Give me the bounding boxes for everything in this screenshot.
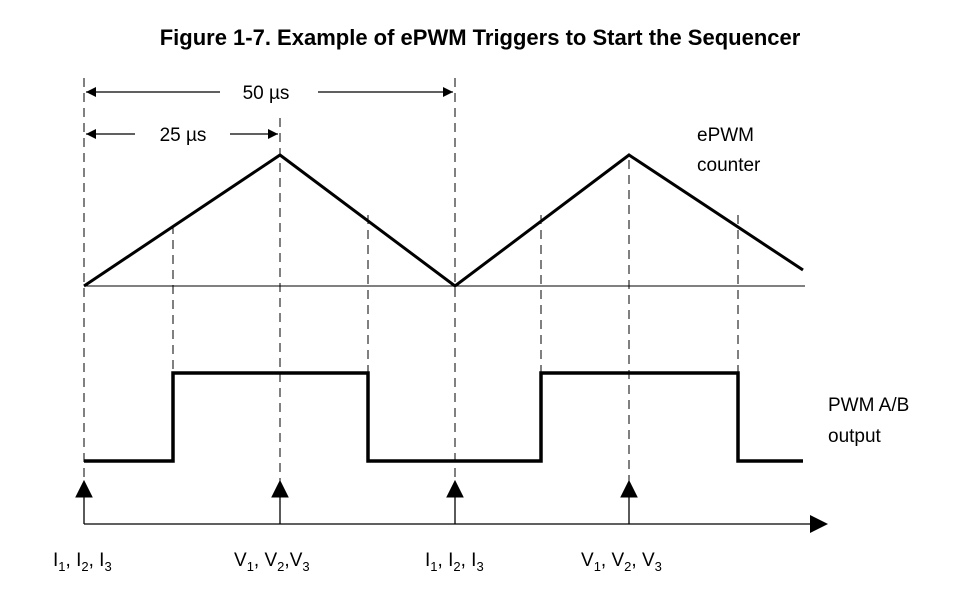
trigger-label-1: V1, V2,V3 xyxy=(234,550,310,574)
dashed-guides xyxy=(83,78,739,482)
trigger-marker-1 xyxy=(271,479,289,524)
trigger-label-3: V1, V2, V3 xyxy=(581,550,662,574)
counter-label-line2: counter xyxy=(697,155,761,176)
trigger-label-0: I1, I2, I3 xyxy=(53,550,112,574)
trigger-marker-0 xyxy=(75,479,93,524)
trigger-markers xyxy=(75,479,638,524)
pwm-label-line2: output xyxy=(828,426,882,447)
counter-label-line1: ePWM xyxy=(697,125,754,146)
pwm-output-waveform xyxy=(84,371,803,463)
period-label: 50 µs xyxy=(243,83,290,104)
trigger-label-2: I1, I2, I3 xyxy=(425,550,484,574)
figure-title: Figure 1-7. Example of ePWM Triggers to … xyxy=(160,25,801,50)
half-period-label: 25 µs xyxy=(160,125,207,146)
epwm-counter-waveform xyxy=(83,153,804,288)
trigger-marker-3 xyxy=(620,479,638,524)
time-axis-arrowhead xyxy=(810,515,828,533)
trigger-marker-2 xyxy=(446,479,464,524)
pwm-label-line1: PWM A/B xyxy=(828,395,909,416)
